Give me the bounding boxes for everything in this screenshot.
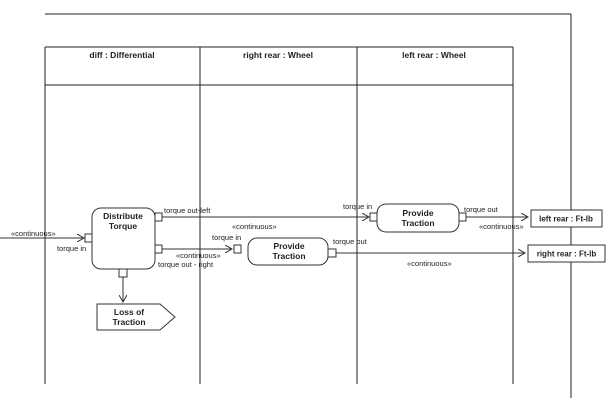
flow-to-right-wheel-stereotype: «continuous» — [176, 251, 221, 260]
flow-to-left-wheel-stereotype: «continuous» — [232, 222, 277, 231]
dist-signal-pin[interactable] — [118, 268, 128, 278]
swimlane-title-differential: diff : Differential — [89, 50, 154, 60]
top-torque-in-pin[interactable] — [369, 212, 378, 222]
mid-torque-out-pin[interactable] — [327, 248, 337, 258]
top-torque-out-pin[interactable] — [458, 212, 467, 222]
mid-torque-out-label: torque out — [333, 237, 368, 246]
dist-torque-in-pin[interactable] — [84, 233, 93, 243]
left-rear-object-node[interactable] — [530, 209, 603, 228]
mid-torque-in-pin[interactable] — [233, 244, 242, 254]
dist-torque-out-left-pin[interactable] — [154, 212, 163, 222]
right-out-stereotype: «continuous» — [407, 259, 452, 268]
top-torque-in-label: torque in — [343, 202, 372, 211]
left-rear-object-label: left rear : Ft-lb — [539, 215, 593, 224]
dist-torque-out-left-label: torque out-left — [164, 206, 211, 215]
right-rear-object-node[interactable] — [527, 244, 606, 263]
distribute-torque-label-2: Torque — [109, 221, 137, 231]
right-rear-object-label: right rear : Ft-lb — [537, 250, 597, 259]
swimlane-title-right-rear: right rear : Wheel — [243, 50, 313, 60]
loss-of-traction-label-2: Traction — [112, 317, 145, 327]
distribute-torque-label-1: Distribute — [103, 211, 143, 221]
dist-torque-in-label: torque in — [57, 244, 86, 253]
swimlane-title-left-rear: left rear : Wheel — [402, 50, 466, 60]
dist-torque-out-right-pin[interactable] — [154, 244, 163, 254]
mid-torque-in-label: torque in — [212, 233, 241, 242]
provide-traction-left-label-2: Traction — [401, 218, 434, 228]
provide-traction-right-label-1: Provide — [273, 241, 304, 251]
provide-traction-left-label-1: Provide — [402, 208, 433, 218]
dist-torque-out-right-label: torque out - right — [158, 260, 214, 269]
left-out-stereotype: «continuous» — [479, 222, 524, 231]
loss-of-traction-label-1: Loss of — [114, 307, 144, 317]
top-torque-out-label: torque out — [464, 205, 499, 214]
provide-traction-right-label-2: Traction — [272, 251, 305, 261]
loss-of-traction-signal[interactable] — [96, 303, 176, 331]
swimlane-partitions — [44, 46, 514, 384]
input-flow-stereotype: «continuous» — [11, 229, 56, 238]
